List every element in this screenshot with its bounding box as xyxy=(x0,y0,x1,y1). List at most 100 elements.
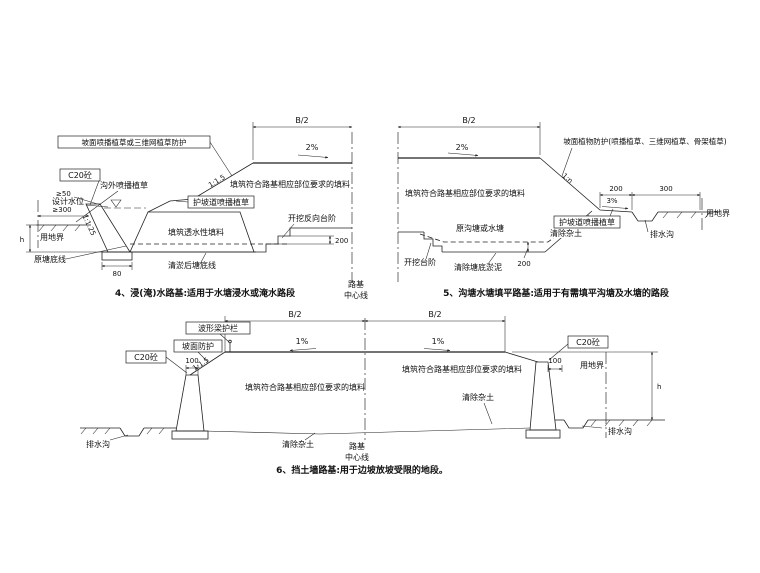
d5-original-pond-mask xyxy=(452,223,508,233)
d5-clear-silt-label: 清除塘底淤泥 xyxy=(454,262,502,272)
d6-leader-lines xyxy=(109,333,603,441)
d6-clear-soil-right-label: 清除杂土 xyxy=(462,392,494,402)
d6-fill-left-label: 填筑符合路基相应部位要求的填料 xyxy=(245,382,365,392)
d4-revetment-footing xyxy=(101,251,133,261)
d5-diagram: B/2 2% 1:n 3% 200 300 200 xyxy=(344,116,730,300)
d5-berm-grade-label: 3% xyxy=(606,197,617,205)
d4-leader-lines xyxy=(65,141,295,265)
d4-reverse-steps-label: 开挖反向台阶 xyxy=(288,213,336,223)
d4-embankment-outline xyxy=(147,162,352,253)
d4-ge300-label: ≥300 xyxy=(52,206,71,214)
d6-c20-left-label: C20砼 xyxy=(134,352,158,362)
d6-c20-right-label: C20砼 xyxy=(576,337,600,347)
d4-c20-box xyxy=(59,168,101,182)
d4-caption: 4、浸(淹)水路基:适用于水塘浸水或淹水路段 xyxy=(115,287,296,299)
d5-land-boundary-label: 用地界 xyxy=(706,208,730,218)
d4-berm-grass-label: 护坡道喷播植草 xyxy=(193,197,249,207)
d4-80-label: 80 xyxy=(113,270,122,278)
d4-grade-label: 2% xyxy=(306,143,319,152)
d5-fill-requirement-label: 填筑符合路基相应部位要求的填料 xyxy=(405,188,525,198)
d6-100-right-label: 100 xyxy=(548,357,561,365)
d5-grade-arrow xyxy=(447,152,479,157)
d6-diagram: B/2 B/2 1% 1% 1:1.5 100 100 h xyxy=(80,310,665,476)
d6-clear-soil-left-label: 清除杂土 xyxy=(282,439,314,449)
d6-left-ditch-shape xyxy=(119,427,145,437)
d5-excavation-steps-label: 开挖台阶 xyxy=(404,257,436,267)
d6-centerline-label: 中心线 xyxy=(345,452,369,462)
d4-slope-protection-box xyxy=(57,135,211,149)
d6-left-retaining-wall xyxy=(175,374,205,432)
d4-b2-label: B/2 xyxy=(295,116,308,125)
d4-land-boundary-label: 用地界 xyxy=(40,232,64,242)
d6-guardrail-icon xyxy=(228,339,232,352)
d5-dim-b2: B/2 xyxy=(397,116,541,155)
d5-grade-label: 2% xyxy=(456,143,469,152)
d4-berm-grass-box xyxy=(187,195,255,209)
d5-300-label: 300 xyxy=(659,185,672,193)
d4-dim-ge300: ≥300 xyxy=(37,206,90,218)
d4-h-label: h xyxy=(20,236,24,244)
d5-slope-protection-label: 坡面植物防护(喷播植草、三维网植草、骨架植草) xyxy=(563,136,726,146)
d6-h-label: h xyxy=(657,383,661,391)
d6-land-boundary-label: 用地界 xyxy=(580,360,604,370)
d4-ge50-label: ≥50 xyxy=(56,190,71,198)
d6-dim-h: h xyxy=(512,351,661,421)
d6-cleaned-ground-line xyxy=(203,427,531,435)
d4-ground-lines xyxy=(36,199,290,253)
d6-b2-left-label: B/2 xyxy=(288,310,301,319)
d4-dim-ge50: ≥50 xyxy=(56,190,102,206)
d6-left-wall-footing xyxy=(171,430,209,440)
d4-fill-requirement-label: 填筑符合路基相应部位要求的填料 xyxy=(230,179,350,189)
d6-drain-right-label: 排水沟 xyxy=(608,426,632,436)
d5-berm-grass-box xyxy=(553,215,621,229)
d4-dim-80: 80 xyxy=(101,262,133,278)
d6-road-outline xyxy=(189,351,539,435)
d4-design-water-label: 设计水位 xyxy=(52,196,84,206)
d5-clear-soil-mask xyxy=(550,228,584,238)
d4-original-pond-label: 原塘底线 xyxy=(34,254,66,264)
d4-outer-grass-label: 沟外喷播植草 xyxy=(100,180,148,190)
d4-200-label: 200 xyxy=(335,237,348,245)
d6-c20-right-box xyxy=(567,335,609,349)
d5-caption: 5、沟塘水塘填平路基:适用于有需填平沟塘及水塘的路段 xyxy=(443,287,670,299)
d4-dim-h: h xyxy=(20,224,106,253)
d4-permeable-fill-mask xyxy=(162,227,232,237)
d5-berm-grass-label: 护坡道喷播植草 xyxy=(559,217,615,227)
d4-slope-ratio-label: 1:1.5 xyxy=(207,173,227,189)
top-roadbed-label: 路基 xyxy=(348,279,364,289)
d6-roadbed-label: 路基 xyxy=(349,441,365,451)
d6-slope-protection-label: 坡面防护 xyxy=(182,341,214,351)
d6-right-ditch-shape xyxy=(563,419,589,429)
d4-dim-200: 200 xyxy=(278,235,348,245)
d5-silt-200-label: 200 xyxy=(517,260,530,268)
d6-dim-100-right: 100 xyxy=(547,357,563,372)
d6-slope-protection-box xyxy=(173,339,223,353)
d6-caption: 6、挡土墙路基:用于边坡放坡受限的地段。 xyxy=(276,464,448,476)
d5-berm-grade-arrow xyxy=(601,206,629,210)
d6-grade-left-arrow xyxy=(289,348,317,352)
d4-dredged-pond-label: 清淤后塘底线 xyxy=(168,260,216,270)
d6-c20-left-box xyxy=(125,350,167,364)
d5-original-pond-label: 原沟塘或水塘 xyxy=(456,223,504,233)
d4-water-level-icon xyxy=(110,199,122,208)
d4-slope-protection-label: 坡面喷播植草或三维网植草防护 xyxy=(82,137,187,147)
d5-excavation-steps-shape xyxy=(423,232,443,252)
d6-right-wall-footing xyxy=(525,429,561,439)
d5-b2-label: B/2 xyxy=(462,116,475,125)
d6-fill-right-label: 填筑符合路基相应部位要求的填料 xyxy=(402,364,522,374)
d6-guardrail-label: 波形梁护栏 xyxy=(198,323,238,333)
d5-clear-soil-label: 清除杂土 xyxy=(550,228,582,238)
d6-grade-right-arrow xyxy=(423,348,451,352)
d6-100-left-label: 100 xyxy=(185,357,198,365)
d6-right-retaining-wall xyxy=(529,361,557,431)
d6-guardrail-box xyxy=(185,321,251,335)
d4-grade-arrow xyxy=(297,154,329,159)
d5-leader-lines xyxy=(425,147,649,265)
d4-dim-b2: B/2 xyxy=(252,116,353,160)
d6-b2-right-label: B/2 xyxy=(428,310,441,319)
d5-dim-200-300: 200 300 xyxy=(599,185,701,210)
d5-drain-ditch-shape xyxy=(631,211,659,222)
d6-left-ground xyxy=(80,427,176,437)
